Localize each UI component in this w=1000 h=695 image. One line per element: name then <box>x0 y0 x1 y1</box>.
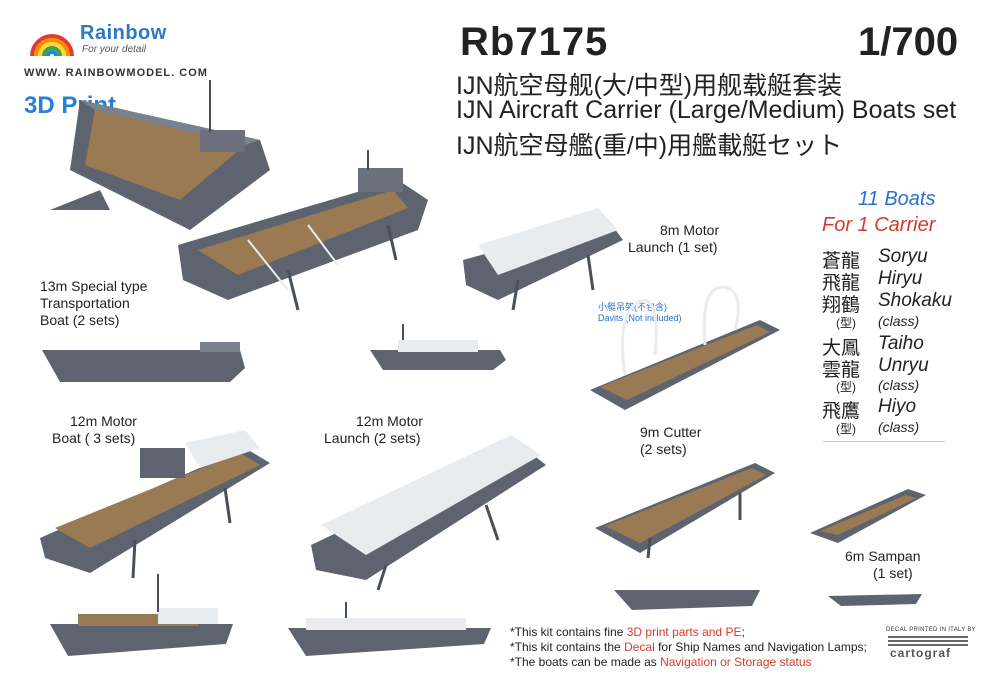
note-decal: *This kit contains the Decal for Ship Na… <box>510 640 867 654</box>
carrier-jp-5: 雲龍 <box>822 360 861 381</box>
motor-boat-12m-side-image <box>50 574 233 656</box>
decal-printed-label: DECAL PRINTED IN ITALY BY <box>886 627 976 633</box>
note-1-post: for Ship Names and Navigation Lamps; <box>654 640 867 654</box>
rainbow-logo-icon <box>30 34 74 57</box>
cutter-davits-image <box>590 285 780 410</box>
title-english: IJN Aircraft Carrier (Large/Medium) Boat… <box>456 96 957 124</box>
brand-tagline: For your detail <box>82 44 146 55</box>
label-cutter-2: (2 sets) <box>640 441 687 457</box>
label-motorboat-2: Boat ( 3 sets) <box>52 430 136 446</box>
brand-url: WWW. RAINBOWMODEL. COM <box>24 67 208 79</box>
product-scale: 1/700 <box>858 20 959 64</box>
note-0-highlight: 3D print parts and PE <box>626 625 742 639</box>
brand-name: Rainbow <box>80 22 167 44</box>
carrier-en-3: (class) <box>878 313 920 329</box>
note-0-post: ; <box>741 625 745 639</box>
note-1-pre: *This kit contains the <box>510 640 625 654</box>
note-1-highlight: Decal <box>624 640 655 654</box>
label-transport-2: Transportation <box>40 295 130 311</box>
label-launch8-2: Launch (1 set) <box>628 239 718 255</box>
carrier-jp-3: (型) <box>836 316 856 330</box>
carrier-jp-0: 蒼龍 <box>822 251 861 272</box>
transport-boat-large-2-image <box>178 150 428 311</box>
motor-launch-12m-image <box>311 435 546 591</box>
label-cutter-1: 9m Cutter <box>640 424 702 440</box>
note-2-highlight: Navigation or Storage status <box>660 655 812 669</box>
carrier-jp-7: 飛鷹 <box>822 401 861 422</box>
product-code: Rb7175 <box>460 20 609 64</box>
for-carrier: For 1 Carrier <box>822 214 936 236</box>
motor-launch-8m-image <box>463 208 623 311</box>
motor-boat-12m-image <box>40 430 270 579</box>
carrier-jp-2: 翔鶴 <box>822 295 861 316</box>
note-status: *The boats can be made as Navigation or … <box>510 655 812 669</box>
carrier-jp-8: (型) <box>836 422 856 436</box>
carrier-en-4: Taiho <box>878 333 924 354</box>
cutter-9m-side-image <box>614 590 760 610</box>
davits-note-en: Davits (Not included) <box>598 313 682 323</box>
note-0-pre: *This kit contains fine <box>510 625 627 639</box>
carrier-jp-4: 大鳳 <box>822 338 861 359</box>
sampan-6m-side-image <box>828 594 922 606</box>
sampan-6m-image <box>810 489 926 543</box>
title-japanese: IJN航空母艦(重/中)用艦載艇セット <box>456 132 843 160</box>
cartograf-stripes-icon <box>888 636 968 646</box>
cutter-9m-image <box>595 463 775 559</box>
label-transport-3: Boat (2 sets) <box>40 312 120 328</box>
motor-launch-12m-side-image <box>288 602 491 656</box>
carrier-en-0: Soryu <box>878 246 928 267</box>
label-motorboat-1: 12m Motor <box>70 413 137 429</box>
carrier-jp-1: 飛龍 <box>822 273 861 294</box>
label-launch12-1: 12m Motor <box>356 413 423 429</box>
label-transport-1: 13m Special type <box>40 278 148 294</box>
carrier-jp-6: (型) <box>836 380 856 394</box>
carrier-en-6: (class) <box>878 377 920 393</box>
note-3d-print: *This kit contains fine 3D print parts a… <box>510 625 745 639</box>
carrier-en-7: Hiyo <box>878 396 917 417</box>
transport-boat-large-image <box>50 80 270 230</box>
list-divider <box>823 441 945 442</box>
motor-launch-8m-side-image <box>370 324 506 370</box>
note-2-pre: *The boats can be made as <box>510 655 661 669</box>
transport-boat-side-image <box>42 342 245 382</box>
label-sampan-2: (1 set) <box>873 565 913 581</box>
boats-count: 11 Boats <box>858 188 935 211</box>
carrier-en-1: Hiryu <box>878 268 923 289</box>
boats-word: Boats <box>884 188 936 210</box>
cartograf-logo: cartograf <box>890 646 952 660</box>
boats-number: 11 <box>858 188 879 210</box>
carrier-en-5: Unryu <box>878 355 929 376</box>
label-launch12-2: Launch (2 sets) <box>324 430 421 446</box>
label-launch8-1: 8m Motor <box>660 222 720 238</box>
label-sampan-1: 6m Sampan <box>845 548 921 564</box>
title-chinese: IJN航空母舰(大/中型)用舰载艇套装 <box>456 72 843 100</box>
carrier-en-2: Shokaku <box>878 290 952 311</box>
carrier-en-8: (class) <box>878 419 920 435</box>
